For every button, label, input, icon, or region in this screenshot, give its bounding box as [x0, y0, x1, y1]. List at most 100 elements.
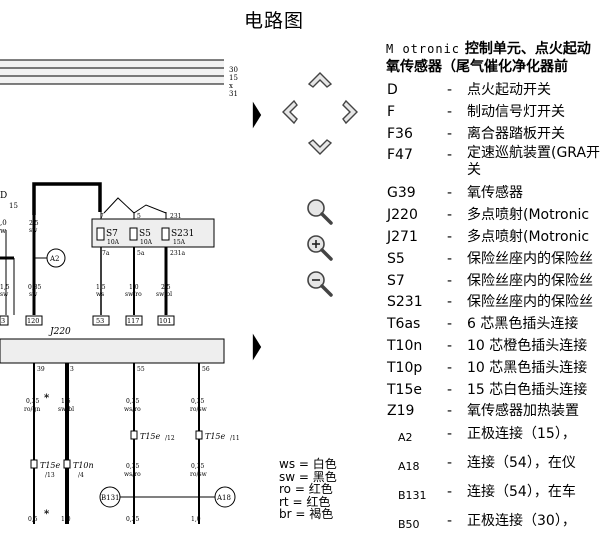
- legend-dash: -: [447, 82, 453, 98]
- fuse-s231-amp: 15A: [173, 239, 186, 246]
- fuse-block: 7 5 231 S7 10A S5 10A S231 15A 7a 5a 231…: [91, 197, 215, 257]
- pin-label: 55: [137, 366, 145, 373]
- page-next-icon: [252, 101, 262, 129]
- legend-row: Z19-氧传感器加热装置: [386, 401, 602, 423]
- connector-a2-label: A2: [49, 255, 60, 263]
- zoom-in-button[interactable]: [304, 232, 334, 262]
- zoom-out-button[interactable]: [304, 268, 334, 298]
- component-legend: D-点火起动开关 F-制动信号灯开关 F36 - 离合器踏板开关 F47-定速巡航装…: [386, 80, 602, 539]
- legend-title: M otronic 控制单元、点火起动 氧传感器（尾气催化净化器前: [386, 40, 591, 76]
- legend-dash: -: [447, 455, 453, 472]
- fuse-s5-label: S5: [139, 229, 151, 239]
- legend-dash: -: [447, 359, 453, 376]
- fuse-s7-top-pin: 7: [100, 213, 104, 220]
- legend-dash: -: [447, 337, 453, 354]
- page-next-icon: [252, 333, 262, 361]
- legend-code: B50: [398, 518, 420, 532]
- upper-wires: [5, 215, 168, 315]
- upper-pins: 3 120 53 117 101: [0, 315, 175, 326]
- pan-right-button[interactable]: [336, 97, 366, 127]
- fuse-s231-label: S231: [171, 229, 194, 239]
- pan-up-button[interactable]: [305, 64, 335, 94]
- connector-a2: A2: [46, 248, 66, 268]
- up-arrow-icon: [307, 72, 333, 88]
- legend-row: T10n-10 芯橙色插头连接: [386, 336, 602, 358]
- lower-wires: [33, 363, 222, 524]
- legend-code: F36: [387, 125, 413, 142]
- wire-size: 1,0: [61, 516, 71, 523]
- supply-bus: [0, 59, 224, 85]
- wire-size: 0,5: [28, 516, 38, 523]
- lower-pin-numbers: 39 3 55 56: [37, 366, 210, 373]
- legend-row: F-制动信号灯开关: [386, 102, 602, 124]
- upper-wire-labels: 2,5 sw 0,35 sw 1,5 ws 1,0 sw/ro 2,5 sw/b…: [0, 220, 172, 298]
- lower-connectors: B131 A18: [99, 486, 236, 508]
- legend-row: T6as-6 芯黑色插头连接: [386, 314, 602, 336]
- legend-row: F47-定速巡航装置(GRA开关: [386, 145, 602, 183]
- legend-code: J220: [387, 207, 418, 224]
- wire-size: 0,35: [28, 284, 42, 291]
- legend-row: T10p-10 芯黑色插头连接: [386, 358, 602, 380]
- label-d: D: [0, 191, 7, 201]
- legend-dash: -: [447, 294, 453, 311]
- legend-code: B131: [398, 489, 427, 503]
- fuse-s5-bottom-pin: 5a: [137, 250, 145, 257]
- color-key-row: br = 褐色: [279, 507, 334, 521]
- pan-left-button[interactable]: [274, 97, 304, 127]
- pin-label: 53: [96, 317, 104, 325]
- legend-title-rest: 控制单元、点火起动: [460, 41, 591, 57]
- wire-size: 1,0: [129, 284, 139, 291]
- legend-dash: -: [447, 426, 453, 443]
- left-labels: D 15 ,0 w: [0, 191, 18, 235]
- fuse-s5-amp: 10A: [140, 239, 153, 246]
- zoom-out-icon: [307, 271, 333, 297]
- plug-pin: /4: [78, 472, 84, 479]
- plug-pin: /13: [45, 472, 55, 479]
- legend-desc: 正极连接（15），: [467, 426, 576, 443]
- bus-label-30: 30: [229, 66, 238, 74]
- page-next-upper-button[interactable]: [242, 100, 262, 136]
- page-next-lower-button[interactable]: [242, 332, 262, 368]
- zoom-fit-button[interactable]: [304, 196, 334, 226]
- legend-row: D-点火起动开关: [386, 80, 602, 102]
- zoom-fit-icon: [307, 199, 333, 225]
- legend-desc: 离合器踏板开关: [467, 125, 565, 142]
- legend-dash: -: [447, 513, 453, 530]
- wire-color: sw/bl: [58, 406, 74, 413]
- legend-row: A2-正极连接（15），: [386, 423, 602, 452]
- legend-code: Z19: [387, 403, 415, 420]
- label-15: 15: [9, 202, 18, 210]
- bus-label-x: x: [229, 82, 233, 90]
- pin-label: 117: [127, 317, 139, 325]
- legend-desc: 10 芯黑色插头连接: [467, 359, 588, 376]
- bus-labels: 30 15 x 31: [229, 66, 238, 98]
- legend-row: S7-保险丝座内的保险丝: [386, 271, 602, 293]
- label-size: ,0: [0, 219, 7, 227]
- legend-row: B50-正极连接（30），: [386, 510, 602, 539]
- wire-size: 1,5: [61, 398, 71, 405]
- legend-row: S231-保险丝座内的保险丝: [386, 292, 602, 314]
- pan-down-button[interactable]: [305, 133, 335, 163]
- legend-dash: -: [447, 484, 453, 501]
- legend-desc: 6 芯黑色插头连接: [467, 316, 579, 333]
- legend-desc: 连接（54），在车: [467, 484, 576, 501]
- legend-row: A18-连接（54），在仪: [386, 452, 602, 481]
- fuse-s5-top-pin: 5: [137, 213, 141, 220]
- page-title: 电路图: [244, 10, 305, 32]
- legend-code: S231: [387, 294, 423, 311]
- plug-label: T10n: [73, 461, 94, 470]
- ecu-label: J220: [48, 327, 71, 337]
- fuse-s7-amp: 10A: [107, 239, 120, 246]
- connector-a18-label: A18: [216, 494, 231, 502]
- wire-size: 1,0: [191, 516, 201, 523]
- pin-label: 3: [70, 366, 74, 373]
- wire-color: ws/ro: [124, 406, 141, 413]
- legend-desc: 氧传感器加热装置: [467, 403, 579, 420]
- color-key-row: ws = 白色: [279, 457, 337, 471]
- wire-size: 0,35: [191, 398, 205, 405]
- legend-dash: -: [447, 207, 453, 224]
- fuse-s231-top-pin: 231: [170, 213, 181, 220]
- legend-row: B131 -连接（54），在车: [386, 481, 602, 510]
- left-arrow-icon: [282, 99, 298, 125]
- bus-label-15: 15: [229, 74, 238, 82]
